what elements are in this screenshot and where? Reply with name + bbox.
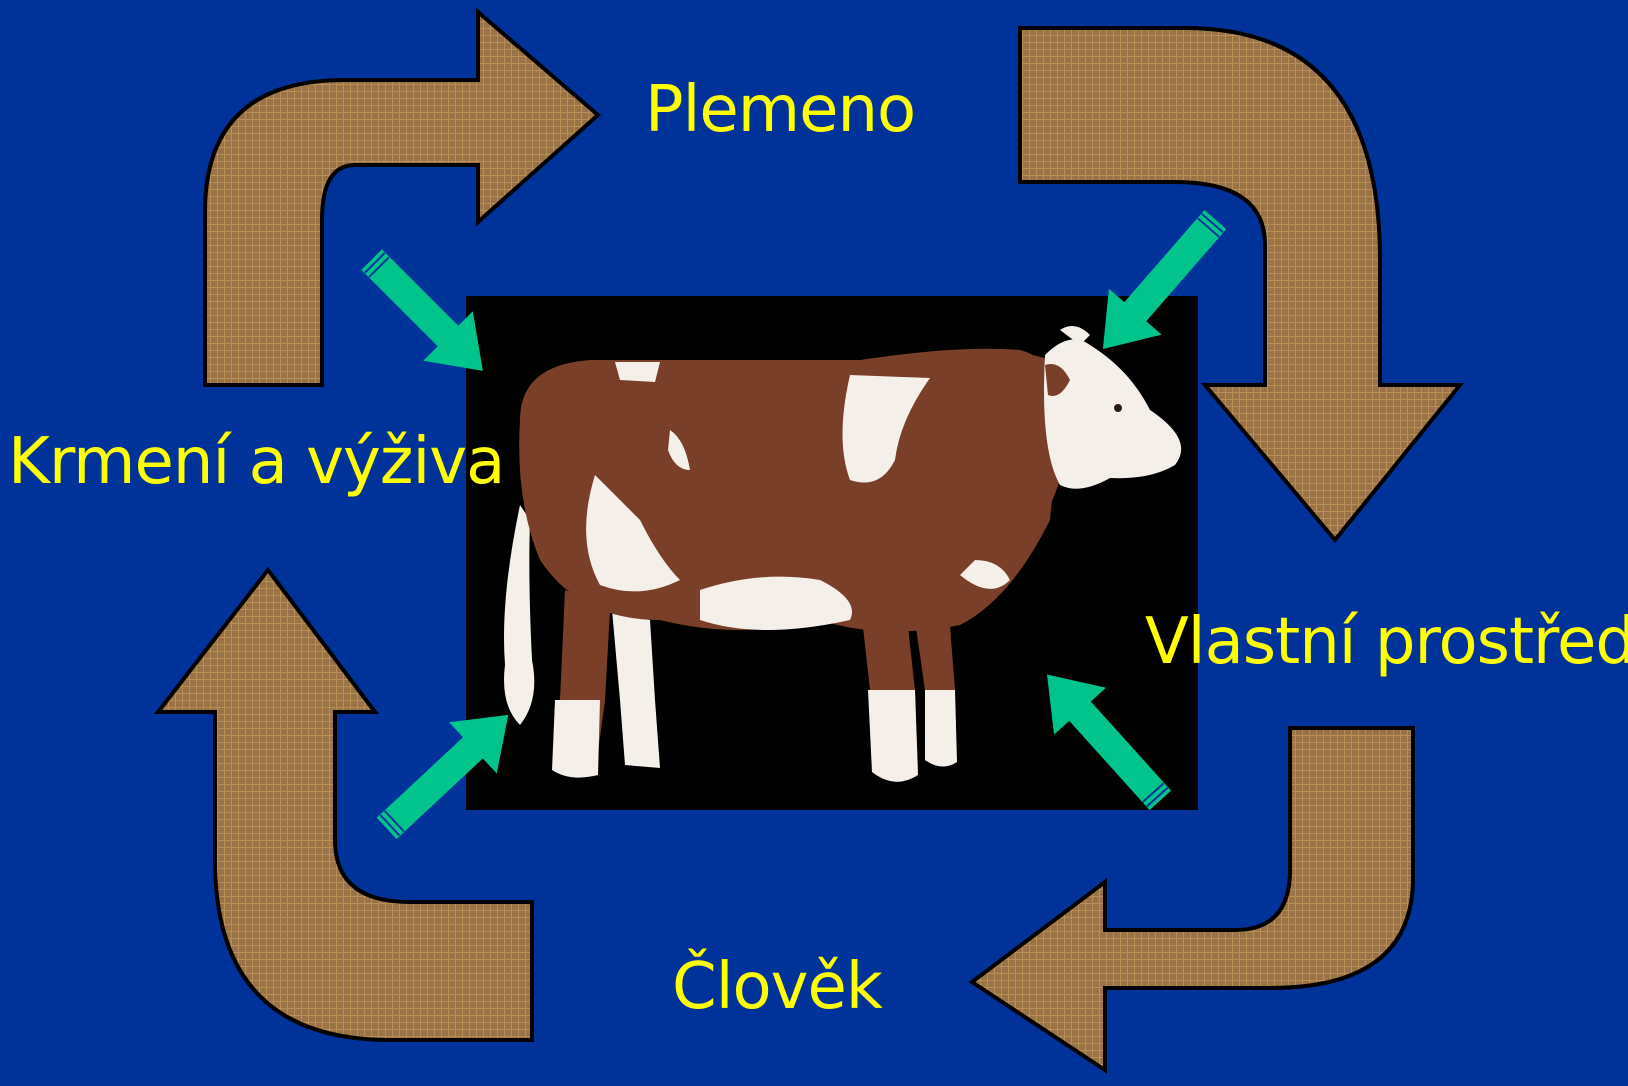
label-human: Člověk [672, 955, 882, 1019]
label-feeding: Krmení a výživa [8, 430, 504, 494]
label-environment: Vlastní prostředí [1145, 610, 1628, 674]
label-breed: Plemeno [645, 78, 915, 142]
